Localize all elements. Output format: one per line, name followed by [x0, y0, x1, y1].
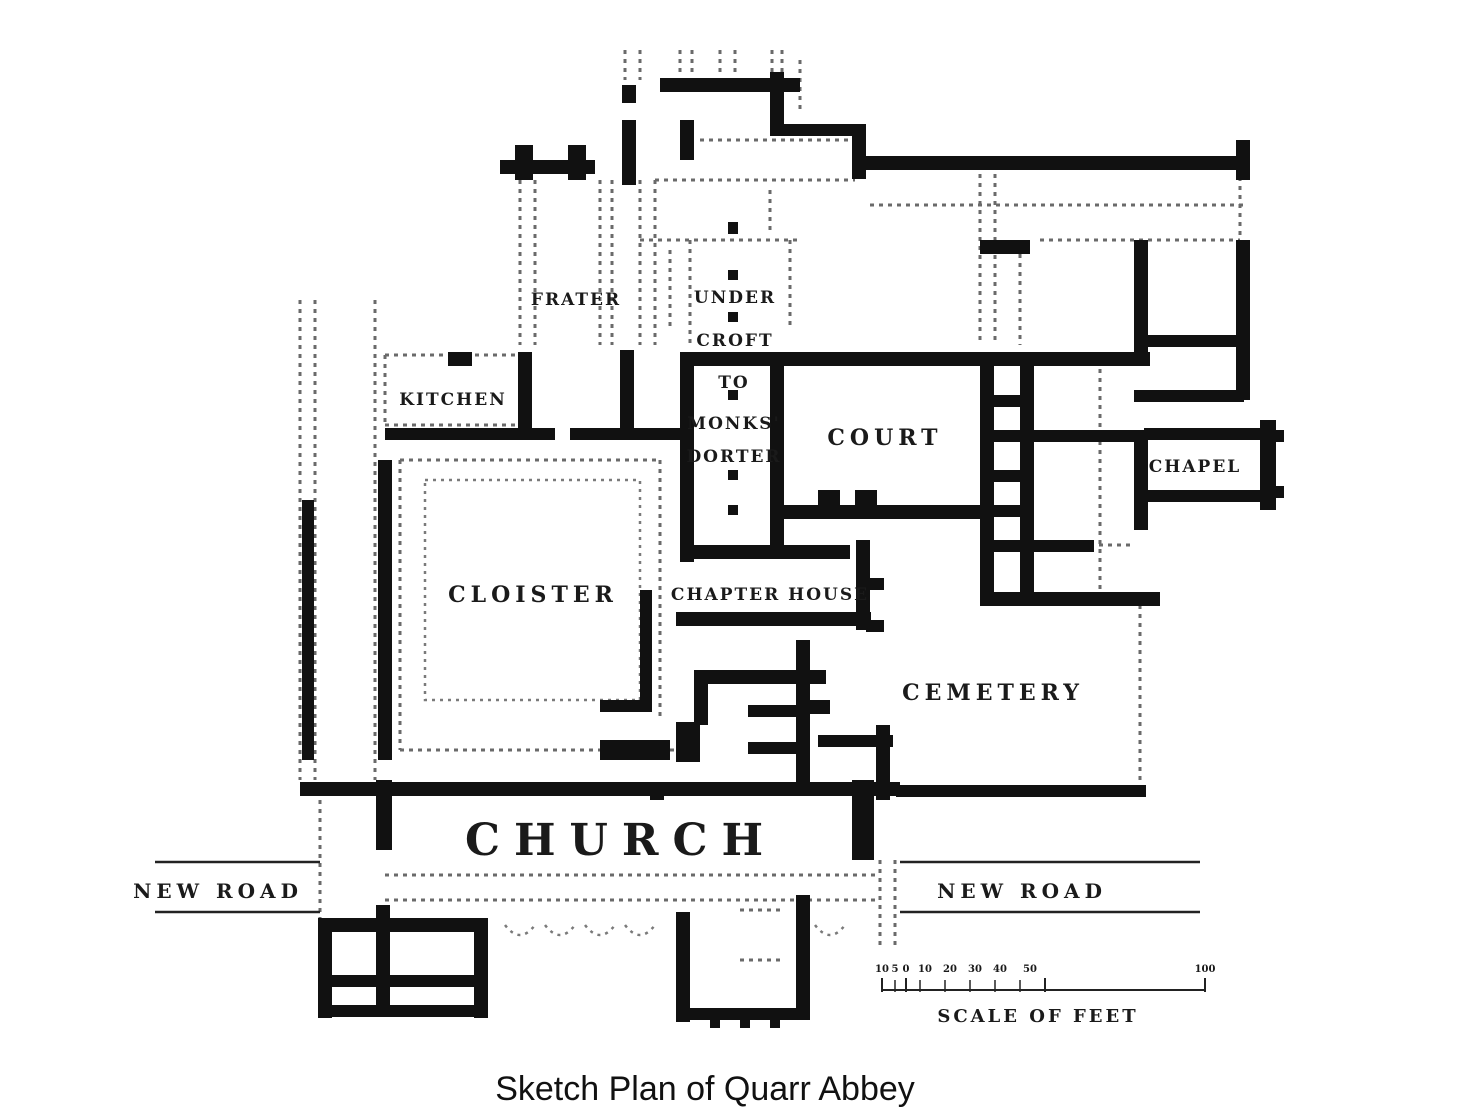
room-labels: FRATER UNDER CROFT KITCHEN TO MONKS' DOR…: [133, 288, 1241, 903]
label-kitchen: KITCHEN: [399, 390, 506, 410]
scale-label: SCALE OF FEET: [937, 1006, 1138, 1027]
label-chapter-house: CHAPTER HOUSE: [671, 585, 869, 605]
scale-bar: 10 5 0 10 20 30 40 50 100 SCALE OF FEET: [875, 964, 1215, 1027]
label-new-road-right: NEW ROAD: [937, 879, 1107, 903]
new-roads: [155, 860, 1200, 914]
scale-tick-label: 10: [918, 964, 932, 975]
scale-tick-label: 40: [993, 964, 1007, 975]
label-monks: MONKS': [687, 414, 780, 434]
label-new-road-left: NEW ROAD: [133, 879, 303, 903]
scale-tick-label: 0: [903, 964, 910, 975]
scale-tick-label: 100: [1195, 964, 1216, 975]
scale-tick-label: 10: [875, 964, 889, 975]
standing-walls: [300, 72, 1284, 1028]
label-cemetery: CEMETERY: [902, 680, 1084, 706]
label-frater: FRATER: [531, 290, 621, 310]
label-chapel: CHAPEL: [1149, 457, 1241, 477]
label-court: COURT: [827, 425, 942, 451]
label-to: TO: [718, 373, 749, 393]
scale-tick-label: 30: [968, 964, 982, 975]
label-cloister: CLOISTER: [448, 582, 618, 608]
abbey-plan: FRATER UNDER CROFT KITCHEN TO MONKS' DOR…: [133, 50, 1284, 1028]
scale-tick-label: 20: [943, 964, 957, 975]
label-church: CHURCH: [465, 815, 777, 866]
label-undercroft-top: UNDER: [694, 288, 776, 308]
figure-caption: Sketch Plan of Quarr Abbey: [495, 1070, 915, 1108]
scale-tick-label: 50: [1023, 964, 1037, 975]
label-undercroft-bottom: CROFT: [696, 331, 773, 351]
label-dorter: DORTER: [686, 447, 781, 467]
scale-tick-label: 5: [892, 964, 899, 975]
